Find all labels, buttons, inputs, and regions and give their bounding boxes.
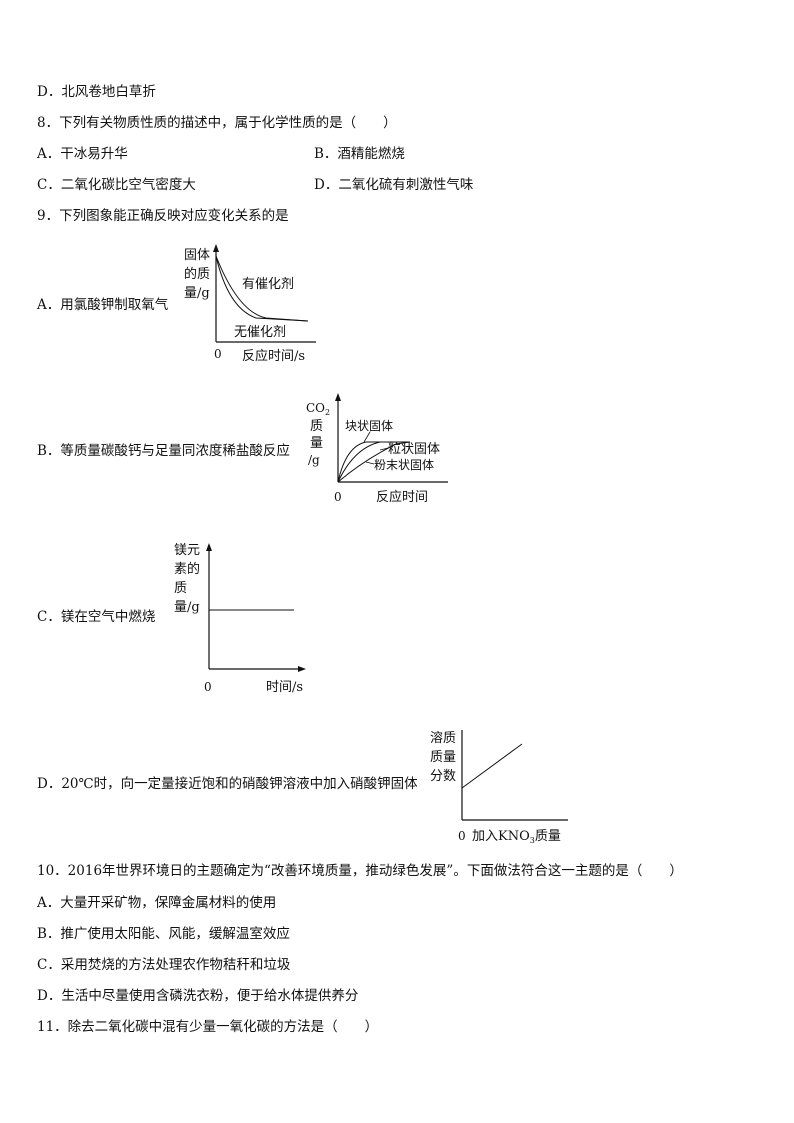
q8-option-b: B．酒精能燃烧 xyxy=(314,146,405,162)
y-axis-arrow xyxy=(335,393,341,401)
curve-slow xyxy=(215,255,309,322)
xlabel-pre: 加入KNO xyxy=(472,829,530,844)
x-axis-arrow xyxy=(298,666,306,672)
xlabel-sub: 3 xyxy=(530,836,535,845)
xlabel: 反应时间 xyxy=(376,489,428,505)
q9-option-b: B．等质量碳酸钙与足量同浓度稀盐酸反应 xyxy=(37,443,290,459)
q10-option-a: A．大量开采矿物，保障金属材料的使用 xyxy=(37,895,277,911)
q8-option-d: D．二氧化硫有刺激性气味 xyxy=(314,177,474,193)
curve-label-catalyst: 有催化剂 xyxy=(242,277,294,292)
curve-label-powder: 粉末状固体 xyxy=(374,458,434,472)
curve-label-no-catalyst: 无催化剂 xyxy=(234,325,286,340)
ylabel-line-3: 质 xyxy=(174,581,187,596)
q9-graph-c: 镁元 素的 质 量/g 0 时间/s xyxy=(174,543,306,695)
q9-option-c: C．镁在空气中燃烧 xyxy=(37,609,156,625)
q9-option-d: D．20℃时，向一定量接近饱和的硝酸钾溶液中加入硝酸钾固体 xyxy=(37,776,418,792)
ylabel-line-3: 量/g xyxy=(184,286,210,301)
q8-option-c: C．二氧化碳比空气密度大 xyxy=(37,177,196,193)
ylabel-co-text: CO xyxy=(306,401,325,415)
origin-label: 0 xyxy=(204,680,212,694)
ylabel-line-1: 质 xyxy=(310,419,323,434)
q8-stem: 8．下列有关物质性质的描述中，属于化学性质的是（ ） xyxy=(37,115,397,131)
y-axis-arrow xyxy=(213,244,219,252)
q9-option-a: A．用氯酸钾制取氧气 xyxy=(37,297,169,313)
xlabel: 时间/s xyxy=(266,680,303,695)
curve-granule xyxy=(337,441,410,483)
q10-option-b: B．推广使用太阳能、风能，缓解温室效应 xyxy=(37,926,290,942)
xlabel: 加入KNO3质量 xyxy=(472,829,561,845)
ylabel-line-1: 溶质 xyxy=(430,731,456,746)
ylabel-line-3: /g xyxy=(308,453,320,467)
curve-fast xyxy=(215,255,309,322)
q9-graph-d: 溶质 质量 分数 0 加入KNO3质量 xyxy=(430,730,568,845)
q9-stem: 9．下列图象能正确反映对应变化关系的是 xyxy=(37,208,289,224)
y-axis-arrow xyxy=(206,543,212,551)
xlabel-post: 质量 xyxy=(535,829,561,844)
q7-option-d: D．北风卷地白草折 xyxy=(37,84,156,100)
data-line xyxy=(461,743,523,789)
ylabel-line-1: 镁元 xyxy=(174,543,200,558)
curve-block xyxy=(337,441,411,483)
q8-option-a: A．干冰易升华 xyxy=(37,146,128,162)
origin-label: 0 xyxy=(458,829,466,843)
curve-label-block: 块状固体 xyxy=(345,419,393,433)
origin-label: 0 xyxy=(214,347,222,361)
ylabel-line-4: 量/g xyxy=(174,600,200,615)
curve-powder xyxy=(337,441,410,483)
xlabel: 反应时间/s xyxy=(242,348,305,364)
pointer-block xyxy=(363,431,371,443)
q9-graph-b: CO2 质 量 /g 块状固体 粒状固体 粉末状固体 0 反应时间 xyxy=(306,393,448,505)
q9-graph-a: 固体 的质 量/g 有催化剂 无催化剂 0 反应时间/s xyxy=(184,244,316,364)
q10-stem: 10．2016年世界环境日的主题确定为“改善环境质量，推动绿色发展”。下面做法符… xyxy=(37,863,683,879)
ylabel-line-1: 固体 xyxy=(184,248,210,263)
ylabel-co-sub: 2 xyxy=(325,408,330,417)
ylabel-line-2: 质量 xyxy=(430,750,456,765)
ylabel-co: CO2 xyxy=(306,401,330,417)
q11-stem: 11．除去二氧化碳中混有少量一氧化碳的方法是（ ） xyxy=(37,1019,379,1035)
pointer-granule xyxy=(379,447,389,451)
ylabel-line-3: 分数 xyxy=(430,769,456,784)
ylabel-line-2: 量 xyxy=(310,436,323,451)
ylabel-line-2: 的质 xyxy=(184,266,210,282)
origin-label: 0 xyxy=(334,490,342,504)
ylabel-line-2: 素的 xyxy=(174,561,200,577)
q10-option-d: D．生活中尽量使用含磷洗衣粉，便于给水体提供养分 xyxy=(37,988,359,1004)
curve-label-granule: 粒状固体 xyxy=(388,442,440,457)
pointer-powder xyxy=(365,461,375,465)
q10-option-c: C．采用焚烧的方法处理农作物秸秆和垃圾 xyxy=(37,957,291,973)
